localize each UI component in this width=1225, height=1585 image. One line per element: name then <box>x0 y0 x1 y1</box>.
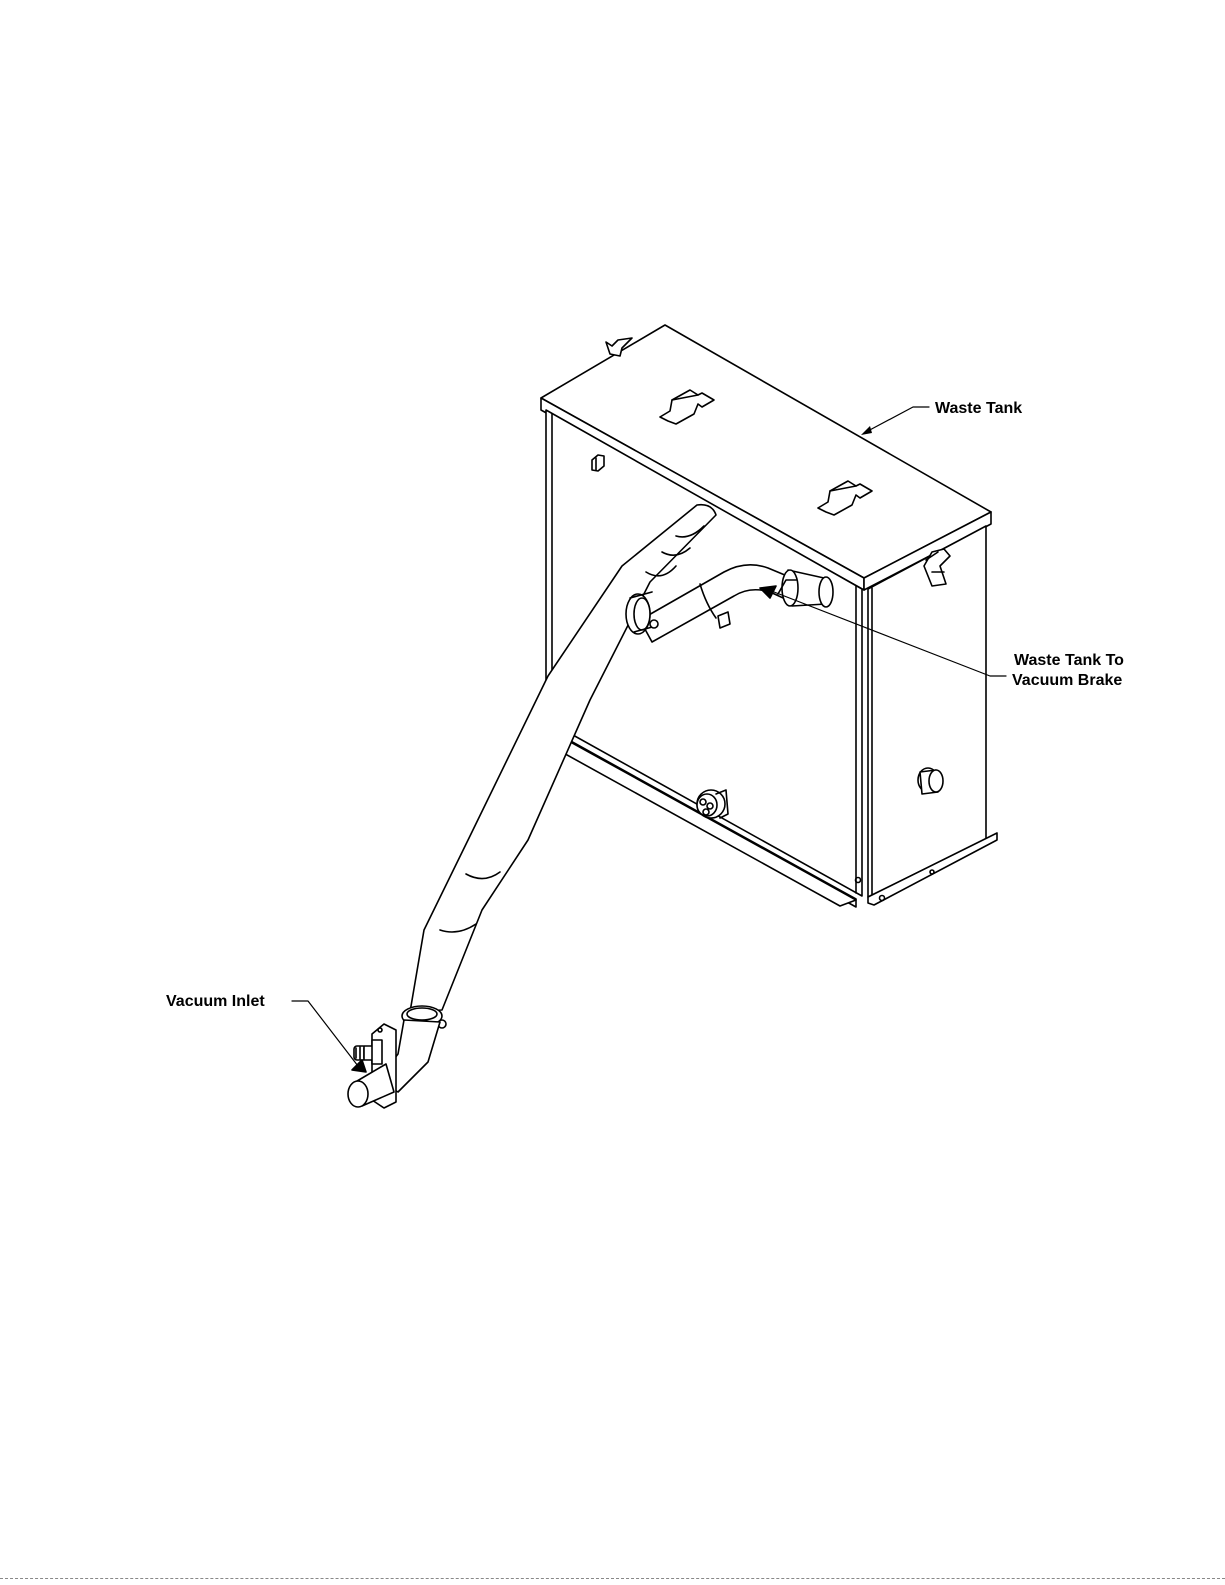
waste-tank-to-vacuum-brake-callout-line1: Waste Tank To <box>1014 651 1124 670</box>
vacuum-inlet-leader <box>292 1001 358 1066</box>
vacuum-inlet-callout: Vacuum Inlet <box>166 992 265 1011</box>
vacuum-inlet-fitting <box>348 1020 440 1108</box>
page-bottom-border <box>0 1578 1225 1579</box>
waste-tank-callout: Waste Tank <box>935 399 1022 418</box>
tank-side-face <box>868 526 986 897</box>
side-port <box>918 768 943 794</box>
waste-tank-leader <box>866 407 929 432</box>
waste-tank-to-vacuum-brake-callout-line2: Vacuum Brake <box>1012 671 1122 690</box>
inlet-nozzle <box>354 1040 382 1064</box>
